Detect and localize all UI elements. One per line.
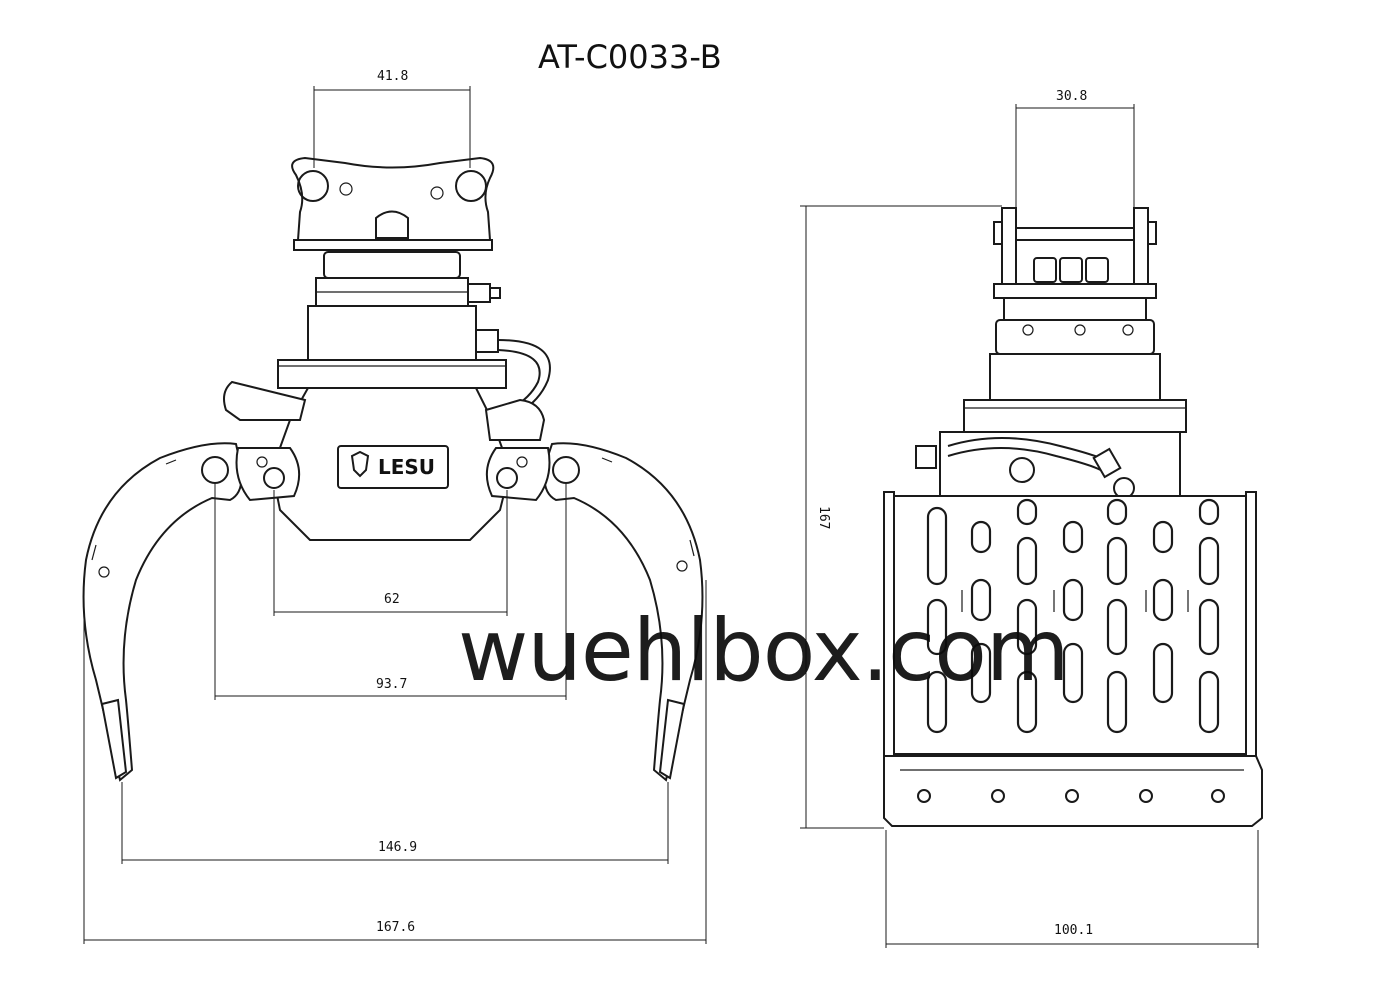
bracket-pin-hole-right (455, 170, 487, 202)
rotator-ring (323, 251, 461, 279)
dim-outer-pivots: 93.7 (376, 677, 407, 692)
cylinder-left (223, 380, 307, 421)
cylinder-right (484, 398, 546, 441)
mounting-flange (277, 359, 507, 389)
logo-plate (337, 445, 449, 489)
side-motor-housing (989, 353, 1161, 401)
pivot-inner-right (496, 467, 518, 489)
top-bracket (291, 156, 495, 241)
hydraulic-fitting (1059, 257, 1083, 283)
link-right (485, 447, 551, 502)
bolt-icon (1211, 789, 1225, 803)
side-dimensions: 30.8 167 100.1 (800, 89, 1259, 948)
hydraulic-hose (947, 447, 1105, 473)
dim-side-bottom-width: 100.1 (1054, 923, 1093, 938)
bolt-icon (339, 182, 353, 196)
dim-overall-width: 167.6 (376, 920, 415, 935)
bolt-icon (991, 789, 1005, 803)
dim-side-top-mount: 30.8 (1056, 89, 1087, 104)
pivot-inner-left (263, 467, 285, 489)
hydraulic-fitting (1085, 257, 1109, 283)
watermark: wuehlbox.com (458, 601, 1070, 701)
dim-side-height: 167 (816, 506, 831, 529)
hydraulic-fitting (475, 329, 499, 353)
tine-tip-left (100, 698, 128, 780)
jaw-left (82, 442, 243, 782)
side-flange (963, 399, 1187, 433)
drawing-title: AT-C0033-B (538, 38, 722, 76)
dim-tine-tips: 146.9 (378, 840, 417, 855)
tine-slots (926, 498, 1220, 734)
tine-tip-right (658, 698, 686, 780)
hydraulic-fitting (915, 445, 937, 469)
bracket-pin-hole-left (297, 170, 329, 202)
pivot-outer-right (552, 456, 580, 484)
hydraulic-fitting (1033, 257, 1057, 283)
front-dimensions: 41.8 62 93.7 146.9 167.6 (83, 69, 707, 944)
bolt-icon (917, 789, 931, 803)
lion-icon (350, 450, 370, 478)
side-mechanism (939, 431, 1181, 497)
hydraulic-fitting (467, 283, 491, 303)
bolt-icon (1139, 789, 1153, 803)
side-bracket-right (1133, 207, 1149, 285)
side-bracket-plate (993, 283, 1157, 299)
dim-inner-pivots: 62 (384, 592, 400, 607)
bolt-icon (430, 186, 444, 200)
side-bracket-left (1001, 207, 1017, 285)
dim-top-mount: 41.8 (377, 69, 408, 84)
bracket-center-lug (375, 210, 409, 239)
bracket-plate (293, 239, 493, 251)
side-view (883, 207, 1263, 827)
motor-housing (307, 305, 477, 363)
front-view: LESU (82, 156, 704, 782)
link-left (235, 447, 301, 502)
pivot-outer-left (201, 456, 229, 484)
bolt-icon (1065, 789, 1079, 803)
logo-text: LESU (378, 455, 435, 479)
jaw-right (543, 442, 704, 782)
